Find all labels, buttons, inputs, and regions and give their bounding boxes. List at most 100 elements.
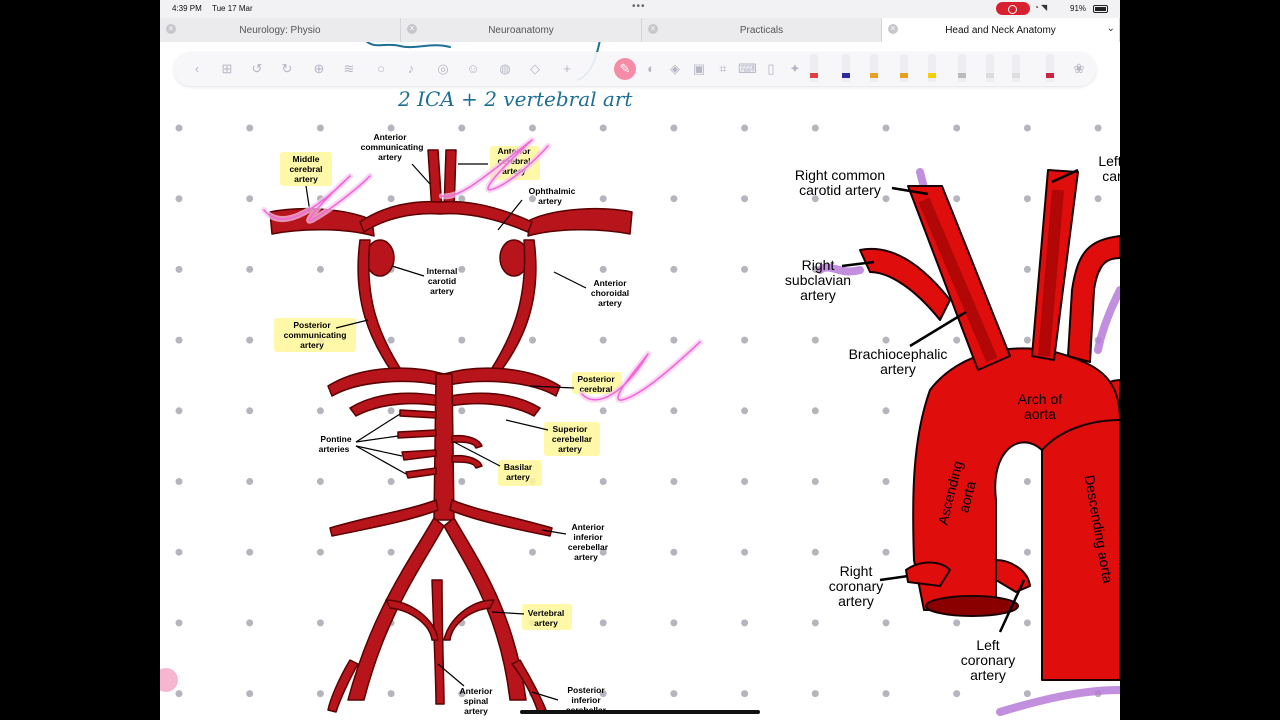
grid-dot bbox=[316, 124, 324, 132]
grid-dot bbox=[246, 265, 254, 273]
pen-color-orange-icon[interactable] bbox=[870, 54, 878, 82]
pen-color-crimson-icon[interactable] bbox=[1046, 54, 1054, 82]
close-tab-icon[interactable]: × bbox=[407, 24, 417, 34]
grid-dot bbox=[529, 124, 536, 132]
grid-dot bbox=[741, 690, 749, 698]
screen-record-icon[interactable] bbox=[996, 2, 1030, 15]
pen-color-white-icon[interactable] bbox=[986, 54, 994, 82]
close-tab-icon[interactable]: × bbox=[648, 24, 658, 34]
status-time: 4:39 PM bbox=[172, 4, 202, 13]
label-anterior-choroidal-line2: choroidal bbox=[591, 288, 629, 298]
pen-color-navy-icon[interactable] bbox=[842, 54, 850, 82]
home-indicator[interactable] bbox=[520, 710, 760, 714]
book-icon[interactable]: ▯ bbox=[767, 61, 775, 76]
pen-color-amber-icon[interactable] bbox=[900, 54, 908, 82]
label-brachiocephalic-line2: artery bbox=[880, 361, 916, 377]
grid-dot bbox=[458, 265, 466, 273]
aorta-leader-lines bbox=[841, 168, 1079, 633]
grid-dot bbox=[387, 478, 395, 485]
grid-dot bbox=[882, 619, 890, 627]
grid-dot bbox=[1094, 195, 1102, 203]
label-superior-cerebellar-line3: artery bbox=[558, 444, 582, 454]
grid-icon[interactable]: ⊞ bbox=[221, 61, 233, 76]
label-posterior-cerebral-line1: Posterior bbox=[577, 374, 615, 384]
tab-neurology-physio[interactable]: × Neurology: Physio bbox=[160, 18, 401, 42]
grid-dot bbox=[741, 265, 749, 273]
label-left-coronary-line1: Left bbox=[976, 637, 999, 653]
grid-dot bbox=[1023, 336, 1031, 344]
grid-dot bbox=[1023, 548, 1031, 556]
label-left-common-carotid-line2: car bbox=[1102, 168, 1120, 184]
grid-dot bbox=[387, 690, 395, 698]
crop-icon[interactable]: ⌗ bbox=[719, 61, 727, 76]
label-anterior-cerebral-line3: artery bbox=[502, 166, 526, 176]
grid-dot bbox=[1023, 690, 1031, 698]
tab-head-and-neck-anatomy[interactable]: × Head and Neck Anatomy ⌄ bbox=[882, 18, 1120, 42]
close-tab-icon[interactable]: × bbox=[166, 24, 176, 34]
label-arch-line1: Arch of bbox=[1018, 391, 1062, 407]
microphone-icon[interactable]: ♪ bbox=[407, 61, 415, 76]
pink-ink-marks bbox=[261, 137, 703, 403]
eraser-icon[interactable]: ◐ bbox=[647, 61, 655, 76]
label-anterior-communicating-line2: communicating bbox=[361, 142, 424, 152]
layers-icon[interactable]: ≋ bbox=[343, 61, 355, 76]
grid-dot bbox=[953, 619, 961, 627]
color-palette-icon[interactable]: ❀ bbox=[1073, 61, 1085, 76]
grid-dot bbox=[882, 478, 890, 485]
pen-icon[interactable]: ✎ bbox=[614, 58, 636, 80]
grid-dot bbox=[599, 336, 607, 344]
note-canvas[interactable]: 2 ICA + 2 vertebral art bbox=[160, 39, 1120, 720]
pen-color-red-icon[interactable] bbox=[810, 54, 818, 82]
grid-dot bbox=[175, 690, 183, 698]
grid-dot bbox=[316, 690, 324, 698]
grid-dot bbox=[670, 195, 678, 203]
chevron-down-icon[interactable]: ⌄ bbox=[1106, 23, 1115, 34]
undo-icon[interactable]: ↺ bbox=[251, 61, 263, 76]
tab-label: Neuroanatomy bbox=[488, 24, 554, 36]
grid-dot bbox=[175, 195, 183, 203]
grid-dot bbox=[599, 124, 607, 132]
multitask-dots-icon[interactable]: ••• bbox=[632, 1, 646, 12]
grid-dot bbox=[599, 478, 607, 485]
grid-dot bbox=[316, 478, 324, 485]
dot-grid bbox=[175, 124, 1102, 698]
wand-icon[interactable]: ✦ bbox=[789, 61, 801, 76]
image-icon[interactable]: ▣ bbox=[692, 61, 706, 76]
label-anterior-communicating-line3: artery bbox=[378, 152, 402, 162]
grid-dot bbox=[670, 124, 678, 132]
plus-icon[interactable]: + bbox=[563, 61, 571, 76]
add-page-icon[interactable]: ⊕ bbox=[313, 61, 325, 76]
label-anterior-spinal-line3: artery bbox=[464, 706, 488, 716]
pen-color-grey-icon[interactable] bbox=[958, 54, 966, 82]
sticker-icon[interactable]: ☺ bbox=[466, 61, 480, 76]
pen-color-yellow-icon[interactable] bbox=[928, 54, 936, 82]
redo-icon[interactable]: ↻ bbox=[281, 61, 293, 76]
globe-icon[interactable]: ◍ bbox=[499, 61, 511, 76]
grid-dot bbox=[175, 407, 183, 415]
grid-dot bbox=[458, 478, 466, 485]
keyboard-icon[interactable]: ⌨ bbox=[738, 61, 757, 76]
tab-bar: × Neurology: Physio × Neuroanatomy × Pra… bbox=[160, 18, 1120, 42]
grid-dot bbox=[882, 407, 890, 415]
tab-label: Practicals bbox=[739, 24, 784, 36]
search-icon[interactable]: ○ bbox=[377, 61, 385, 76]
grid-dot bbox=[175, 124, 183, 132]
highlighter-icon[interactable]: ◈ bbox=[670, 61, 680, 76]
grid-dot bbox=[175, 336, 183, 344]
shapes-icon[interactable]: ◇ bbox=[530, 61, 540, 76]
tab-practicals[interactable]: × Practicals bbox=[642, 18, 882, 42]
grid-dot bbox=[882, 336, 890, 344]
grid-dot bbox=[741, 619, 749, 627]
tab-label: Neurology: Physio bbox=[239, 24, 321, 36]
grid-dot bbox=[529, 548, 536, 556]
close-tab-icon[interactable]: × bbox=[888, 24, 898, 34]
grid-dot bbox=[1023, 124, 1031, 132]
lasso-icon[interactable]: ◎ bbox=[437, 61, 449, 76]
floating-pink-button[interactable] bbox=[160, 668, 178, 692]
label-aica-line2: inferior bbox=[573, 532, 603, 542]
ruler-icon[interactable] bbox=[1012, 54, 1020, 82]
grid-dot bbox=[246, 336, 254, 344]
label-left-coronary-line3: artery bbox=[970, 667, 1006, 683]
tab-neuroanatomy[interactable]: × Neuroanatomy bbox=[401, 18, 642, 42]
back-icon[interactable]: ‹ bbox=[194, 61, 200, 76]
